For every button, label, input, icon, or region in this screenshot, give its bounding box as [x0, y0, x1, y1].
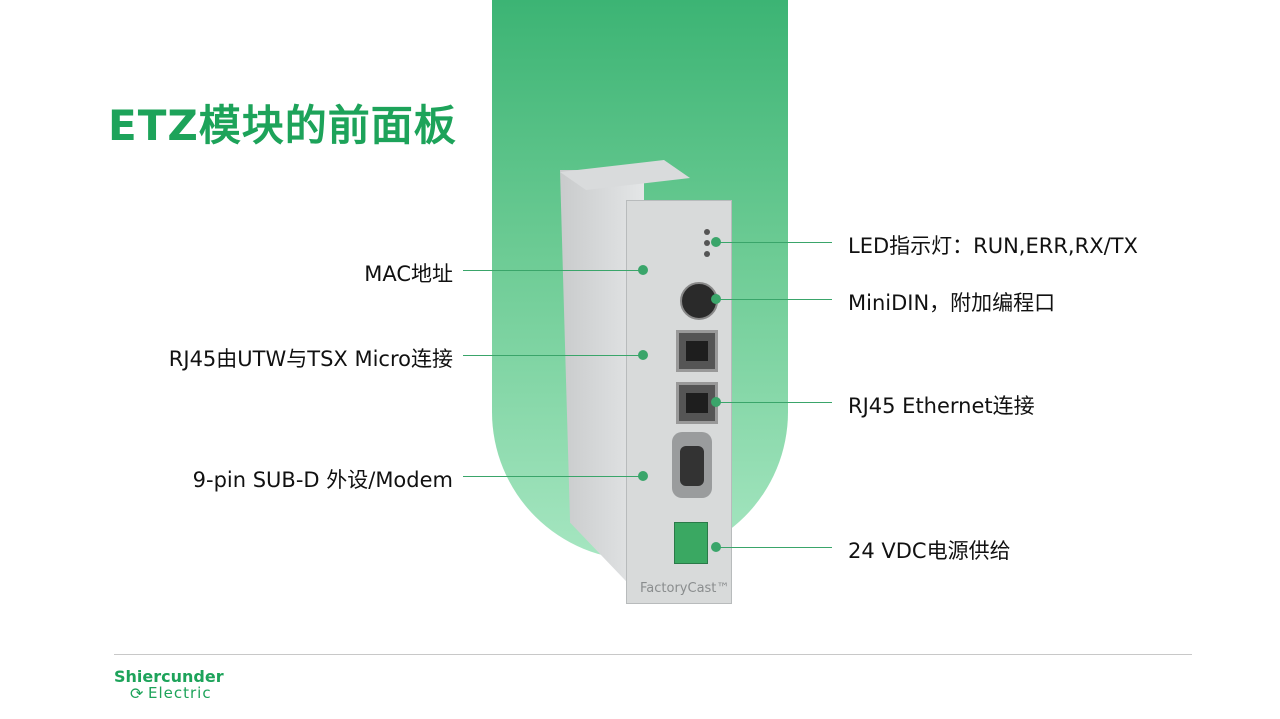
power-terminal: [674, 522, 708, 564]
led-run: [704, 229, 710, 235]
device-brand-text: FactoryCast™: [640, 581, 730, 596]
callout-mac-address: MAC地址: [364, 262, 453, 286]
callout-line: [463, 355, 643, 356]
callout-line: [716, 299, 832, 300]
footer-divider: [114, 654, 1192, 655]
rj45-uniteway-port: [676, 330, 718, 372]
callout-line: [716, 242, 832, 243]
callout-line: [463, 270, 643, 271]
callout-dot: [638, 471, 648, 481]
callout-power: 24 VDC电源供给: [848, 539, 1011, 563]
subd-9pin-port: [672, 432, 712, 498]
footer-logo-line2: Electric: [148, 684, 212, 702]
led-err: [704, 240, 710, 246]
callout-minidin: MiniDIN，附加编程口: [848, 291, 1056, 315]
callout-dot: [638, 350, 648, 360]
callout-line: [716, 547, 832, 548]
callout-dot: [638, 265, 648, 275]
led-rxtx: [704, 251, 710, 257]
callout-subd: 9-pin SUB-D 外设/Modem: [192, 468, 453, 492]
slide-title: ETZ模块的前面板: [108, 101, 457, 150]
callout-line: [716, 402, 832, 403]
callout-rj45-utw: RJ45由UTW与TSX Micro连接: [168, 347, 453, 371]
logo-icon: ⟳: [130, 684, 144, 703]
footer-logo-line1: Shiercunder: [114, 667, 224, 686]
callout-line: [463, 476, 643, 477]
callout-led: LED指示灯：RUN,ERR,RX/TX: [848, 234, 1138, 258]
callout-rj45-ethernet: RJ45 Ethernet连接: [848, 394, 1035, 418]
